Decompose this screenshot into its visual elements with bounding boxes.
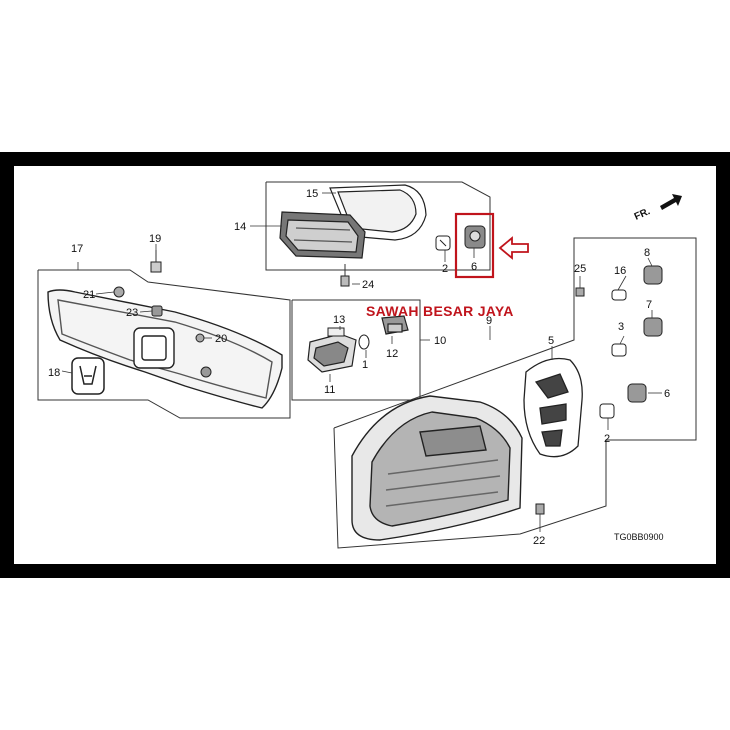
nut-25 (575, 287, 585, 297)
callout-14: 14 (234, 221, 246, 233)
screw-19 (150, 250, 162, 273)
callout-1: 1 (362, 359, 368, 371)
bulb-socket-7 (643, 317, 663, 337)
callout-22: 22 (533, 535, 545, 547)
callout-10: 10 (434, 335, 446, 347)
switch-12 (381, 315, 409, 335)
honda-emblem-icon (71, 357, 105, 395)
callout-24: 24 (362, 279, 374, 291)
callout-2-lower: 2 (604, 433, 610, 445)
callout-13: 13 (333, 314, 345, 326)
callout-16: 16 (614, 265, 626, 277)
garnish-clip-hole (200, 366, 212, 378)
callout-12: 12 (386, 348, 398, 360)
callout-19: 19 (149, 233, 161, 245)
callout-6-lower: 6 (664, 388, 670, 400)
bulb-socket-2-top (435, 235, 451, 251)
callout-21: 21 (83, 289, 95, 301)
bulb-16 (611, 289, 627, 301)
tail-light-group-box (333, 237, 697, 549)
callout-2-top: 2 (442, 263, 448, 275)
tail-light-gasket (523, 357, 583, 458)
handle-11 (307, 333, 357, 373)
callout-8: 8 (644, 247, 650, 259)
callout-23: 23 (126, 307, 138, 319)
callout-11: 11 (324, 384, 335, 396)
front-direction-arrow-icon (660, 194, 682, 210)
bulb-socket-6-highlighted (464, 225, 486, 249)
drawing-code: TG0BB0900 (614, 532, 664, 542)
bulb-2-lower (599, 403, 615, 419)
stop-light-group-box (265, 181, 491, 271)
bulb-socket-8 (643, 265, 663, 285)
bulb-1 (358, 334, 370, 350)
garnish-emblem-recess (133, 327, 175, 369)
bulb-3 (611, 343, 627, 357)
screw-22 (535, 503, 545, 515)
clip-20 (195, 333, 205, 343)
callout-5: 5 (548, 335, 554, 347)
callout-20: 20 (215, 333, 227, 345)
callout-3: 3 (618, 321, 624, 333)
callout-18: 18 (48, 367, 60, 379)
callout-9: 9 (486, 315, 492, 327)
watermark-text: SAWAH BESAR JAYA (366, 303, 514, 319)
callout-7: 7 (646, 299, 652, 311)
callout-15: 15 (306, 188, 318, 200)
callout-17: 17 (71, 243, 83, 255)
callout-6-highlighted: 6 (471, 261, 477, 273)
highlight-box (454, 212, 495, 279)
tail-light-lens (351, 395, 523, 541)
bolt-24 (340, 264, 350, 287)
clip-21 (113, 286, 125, 298)
leader-lines (61, 192, 662, 532)
callouts: 14 15 2 6 24 17 19 21 23 20 18 13 11 12 … (48, 188, 670, 547)
part-13 (327, 327, 345, 337)
stop-light-unit (279, 211, 366, 259)
bulb-socket-6-lower (627, 383, 647, 403)
front-direction-label: FR. (633, 206, 652, 223)
clip-23 (151, 305, 163, 317)
callout-25: 25 (574, 263, 586, 275)
garnish-group-box (37, 269, 291, 419)
highlight-arrow-icon (498, 236, 529, 260)
